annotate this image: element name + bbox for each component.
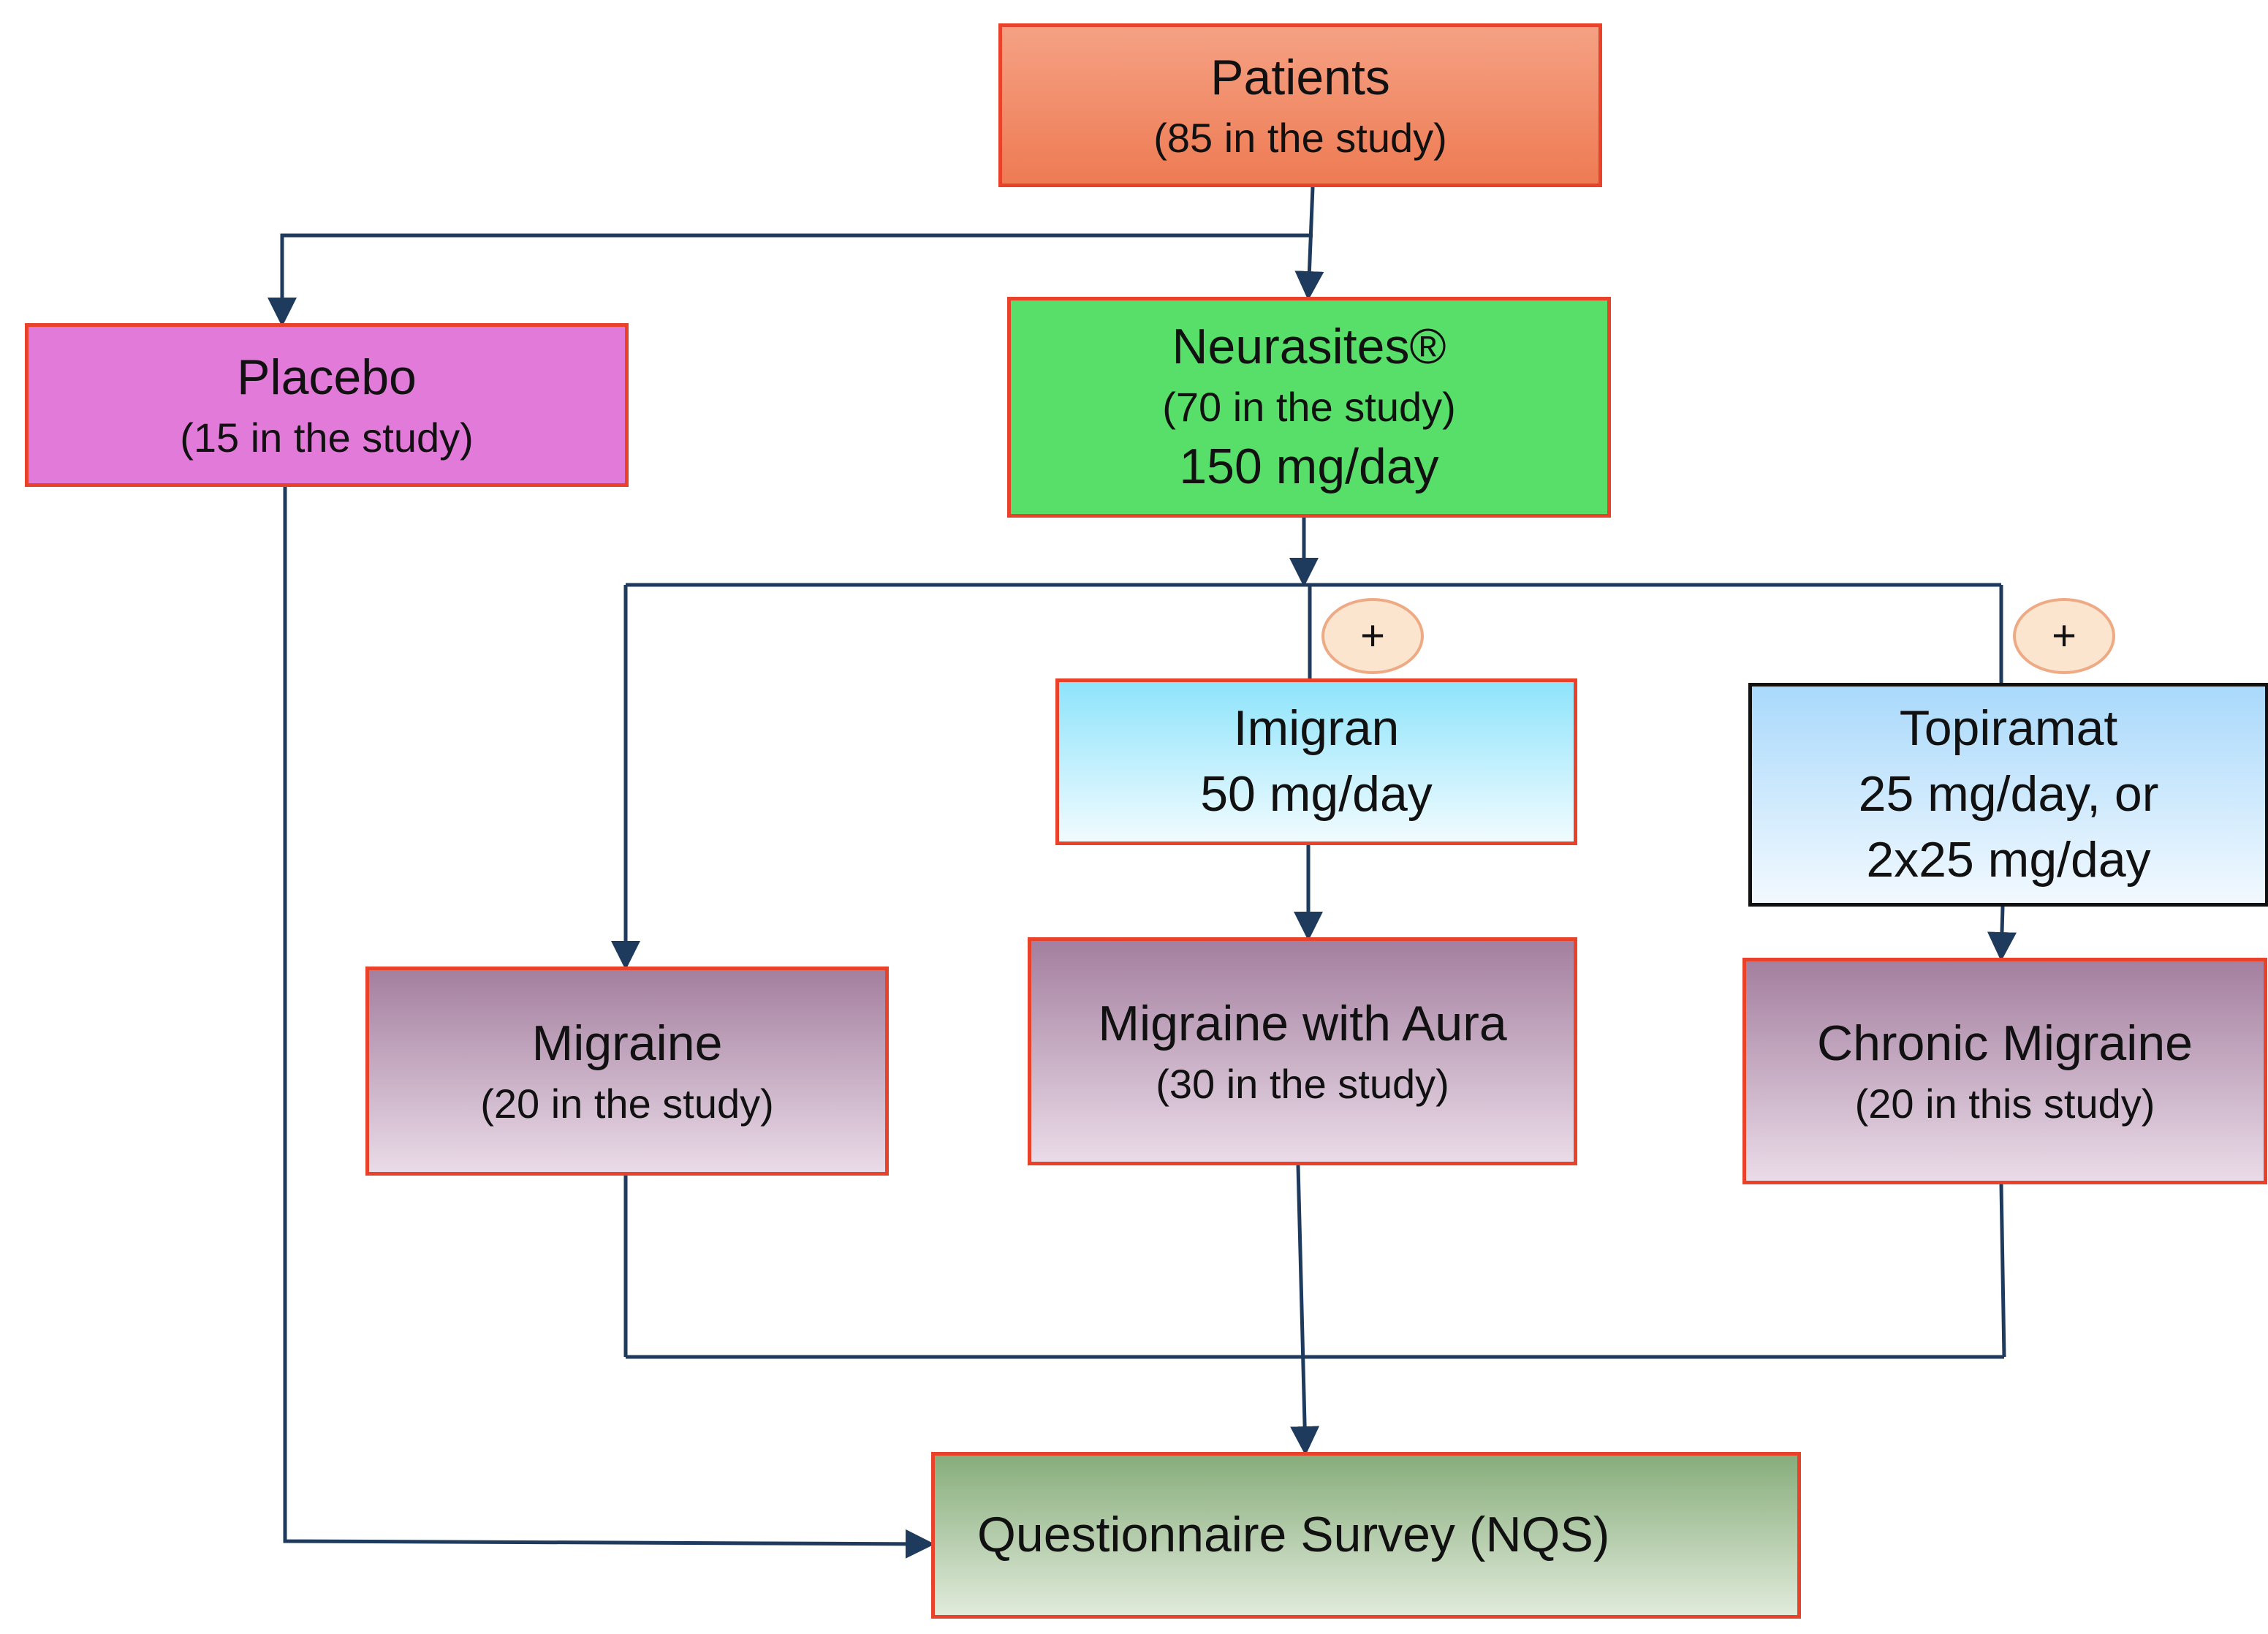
topiramat-dose-alt: 2x25 mg/day: [1866, 831, 2151, 888]
imigran-title: Imigran: [1233, 700, 1400, 757]
patients-title: Patients: [1210, 50, 1390, 106]
chronic-migraine-count: (20 in this study): [1854, 1080, 2155, 1127]
placebo-title: Placebo: [237, 349, 417, 406]
questionnaire-survey-title: Questionnaire Survey (NQS): [977, 1507, 1610, 1563]
chronic-migraine-box: Chronic Migraine (20 in this study): [1742, 958, 2267, 1184]
migraine-count: (20 in the study): [480, 1080, 774, 1127]
neurasites-dose: 150 mg/day: [1179, 438, 1439, 494]
connector-patients-neurasites: [1294, 186, 1324, 300]
migraine-with-aura-title: Migraine with Aura: [1098, 996, 1507, 1052]
questionnaire-survey-box: Questionnaire Survey (NQS): [931, 1452, 1801, 1619]
neurasites-count: (70 in the study): [1162, 384, 1456, 431]
migraine-title: Migraine: [531, 1015, 723, 1072]
placebo-box: Placebo (15 in the study): [25, 323, 629, 487]
topiramat-box: Topiramat 25 mg/day, or 2x25 mg/day: [1748, 683, 2268, 907]
patients-count: (85 in the study): [1153, 114, 1447, 161]
migraine-box: Migraine (20 in the study): [365, 967, 889, 1176]
topiramat-title: Topiramat: [1899, 700, 2118, 757]
migraine-with-aura-count: (30 in the study): [1156, 1060, 1449, 1107]
neurasites-box: Neurasites® (70 in the study) 150 mg/day: [1007, 297, 1611, 518]
migraine-with-aura-box: Migraine with Aura (30 in the study): [1028, 937, 1577, 1165]
imigran-box: Imigran 50 mg/day: [1055, 678, 1577, 845]
connector-topiramat-chronic: [1987, 906, 2017, 961]
connector-chronic-merge: [1999, 1184, 2006, 1358]
connector-aura-survey: [1290, 1165, 1320, 1456]
imigran-dose: 50 mg/day: [1200, 766, 1433, 822]
patients-box: Patients (85 in the study): [998, 23, 1602, 187]
add-on-marker-topiramat: +: [2013, 598, 2115, 674]
placebo-count: (15 in the study): [180, 414, 474, 461]
topiramat-dose: 25 mg/day, or: [1858, 766, 2159, 822]
chronic-migraine-title: Chronic Migraine: [1817, 1015, 2193, 1072]
neurasites-title: Neurasites®: [1172, 319, 1446, 375]
add-on-marker-imigran: +: [1321, 598, 1424, 674]
